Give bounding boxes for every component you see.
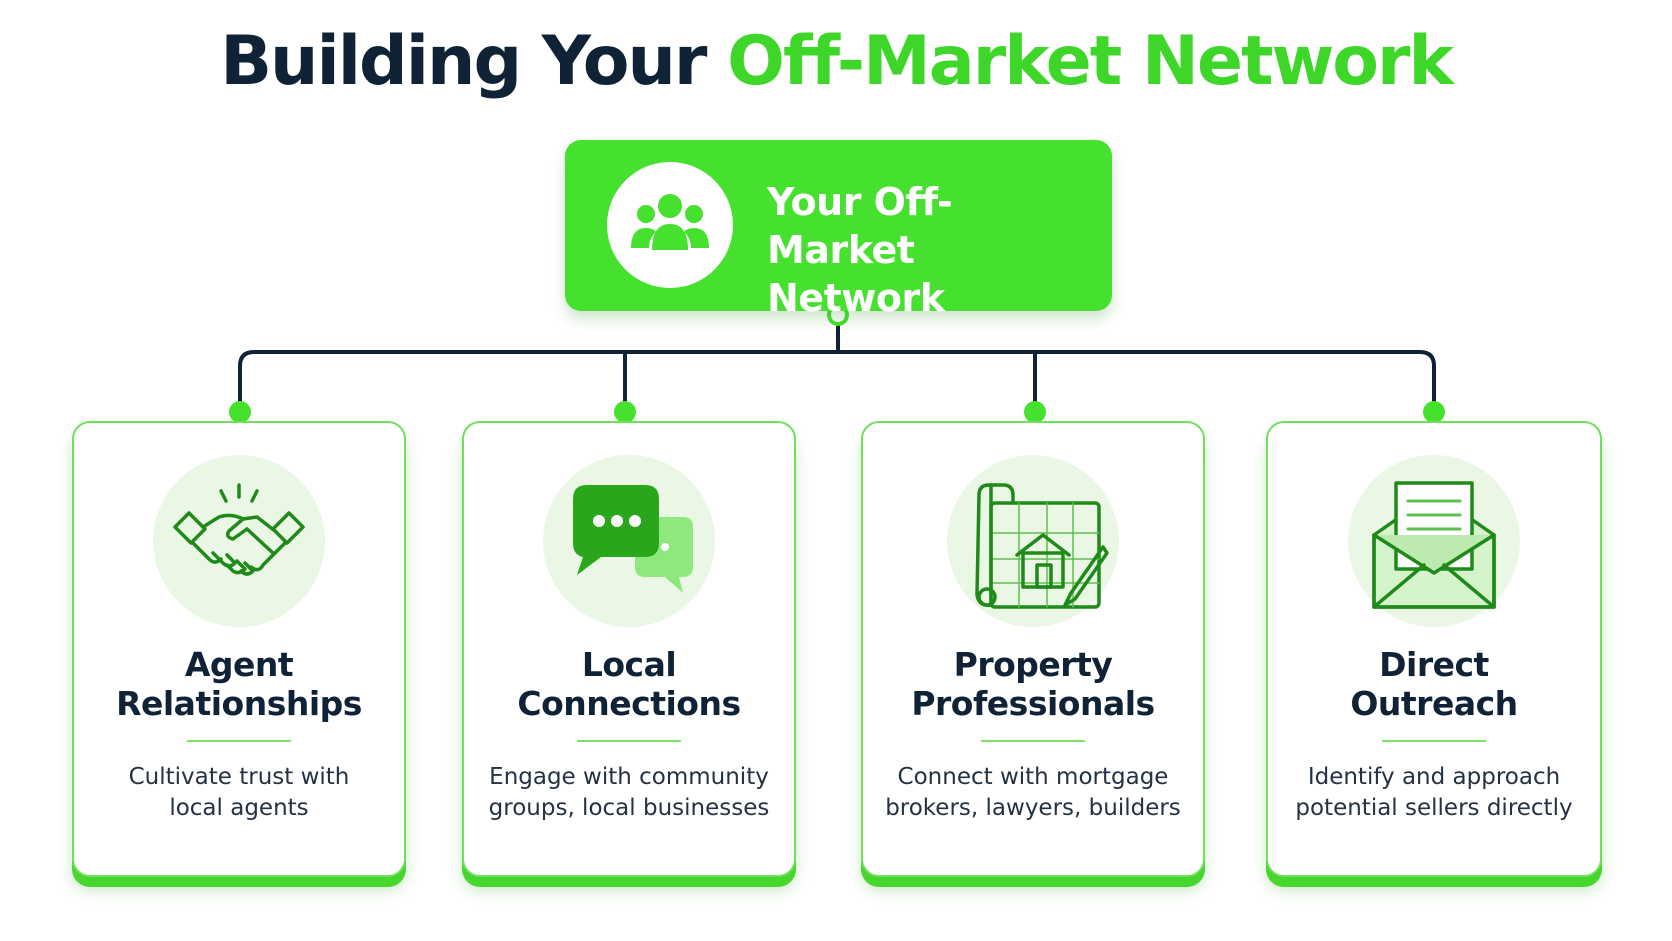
card-title: Local Connections (464, 645, 794, 723)
card-description: Connect with mortgage brokers, lawyers, … (873, 762, 1193, 824)
card-desc-line-2: brokers, lawyers, builders (885, 795, 1181, 821)
chat-bubbles-icon (573, 485, 693, 593)
page-title: Building Your Off-Market Network (0, 22, 1672, 101)
card-desc-line-2: local agents (169, 795, 309, 821)
card-node-dot-2 (614, 401, 636, 423)
card-title-line-1: Agent (184, 645, 294, 684)
hub-icon-circle (607, 162, 733, 288)
card-title-line-1: Local (581, 645, 677, 684)
connector-bar (238, 350, 1436, 412)
card-direct-outreach: Direct Outreach Identify and approach po… (1266, 421, 1602, 877)
network-hub: Your Off-Market Network (565, 140, 1112, 320)
card-title: Property Professionals (863, 645, 1203, 723)
card-title-line-2: Outreach (1350, 684, 1518, 723)
card-title: Direct Outreach (1268, 645, 1600, 723)
hub-label: Your Off-Market Network (767, 178, 1097, 322)
card-icon-circle (153, 455, 325, 627)
card-title: Agent Relationships (74, 645, 404, 723)
card-local-connections: Local Connections Engage with community … (462, 421, 796, 877)
card-desc-line-2: groups, local businesses (488, 795, 770, 821)
blueprint-house-icon (975, 483, 1109, 609)
card-title-line-2: Connections (517, 684, 741, 723)
title-part-dark: Building Your (220, 22, 707, 101)
card-agent-relationships: Agent Relationships Cultivate trust with… (72, 421, 406, 877)
card-title-line-2: Relationships (116, 684, 362, 723)
envelope-letter-icon (1372, 481, 1496, 609)
card-divider (187, 740, 291, 742)
card-title-line-1: Property (953, 645, 1113, 684)
card-icon-circle (947, 455, 1119, 627)
card-node-dot-4 (1423, 401, 1445, 423)
card-desc-line-1: Cultivate trust with (128, 764, 350, 790)
card-node-dot-3 (1024, 401, 1046, 423)
card-desc-line-1: Engage with community (489, 764, 769, 790)
card-title-line-1: Direct (1379, 645, 1489, 684)
title-part-green: Off-Market Network (727, 22, 1454, 101)
card-desc-line-2: potential sellers directly (1295, 795, 1573, 821)
card-divider (1382, 740, 1486, 742)
card-desc-line-1: Identify and approach (1307, 764, 1561, 790)
hub-label-line-2: Network (767, 276, 945, 320)
card-title-line-2: Professionals (911, 684, 1155, 723)
group-icon (631, 194, 709, 250)
card-property-professionals: Property Professionals Connect with mort… (861, 421, 1205, 877)
card-description: Engage with community groups, local busi… (474, 762, 784, 824)
card-description: Cultivate trust with local agents (84, 762, 394, 824)
card-node-dot-1 (229, 401, 251, 423)
card-desc-line-1: Connect with mortgage (897, 764, 1169, 790)
card-icon-circle (1348, 455, 1520, 627)
handshake-icon (173, 483, 305, 576)
card-divider (577, 740, 681, 742)
card-divider (981, 740, 1085, 742)
hub-label-line-1: Your Off-Market (767, 180, 953, 272)
card-description: Identify and approach potential sellers … (1278, 762, 1590, 824)
card-icon-circle (543, 455, 715, 627)
